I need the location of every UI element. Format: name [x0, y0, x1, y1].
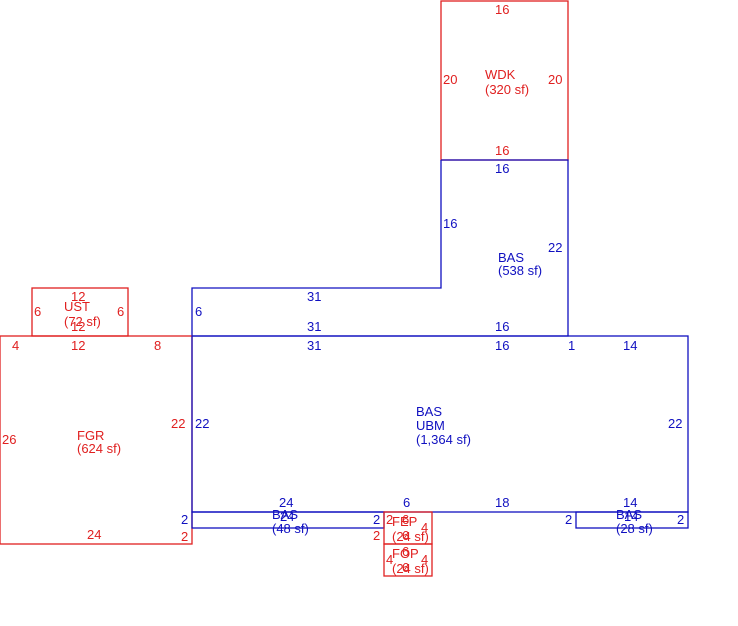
- main-dim-right: 22: [668, 416, 682, 431]
- main-dim-bottom-b: 6: [403, 495, 410, 510]
- bas-left-label: BAS: [272, 507, 298, 522]
- wdk-dim-left: 20: [443, 72, 457, 87]
- bas-upper-label: BAS: [498, 250, 524, 265]
- fep-dim-bottom: 6: [402, 528, 409, 543]
- main-dim-top-mid: 16: [495, 338, 509, 353]
- fep-dim-right: 4: [421, 520, 428, 535]
- bas-left-dim-side: 2: [181, 512, 188, 527]
- bas-main-outline: [191, 335, 689, 513]
- ust-dim-bottom: 12: [71, 319, 85, 334]
- fop-dim-top: 6: [402, 544, 409, 559]
- wdk-dim-top: 16: [495, 2, 509, 17]
- bas-main-area: (1,364 sf): [416, 432, 471, 447]
- main-dim-left: 22: [195, 416, 209, 431]
- main-dim-bottom-d: 14: [623, 495, 637, 510]
- fgr-dim-bottom-right: 2: [181, 529, 188, 544]
- bas-right-outline: [575, 511, 689, 529]
- fgr-dim-top-right: 8: [154, 338, 161, 353]
- wdk-label: WDK: [485, 67, 516, 82]
- main-dim-top-right: 14: [623, 338, 637, 353]
- bas-main-label-2: UBM: [416, 418, 445, 433]
- bas-upper-dim-bottom-right: 16: [495, 319, 509, 334]
- fgr-dim-top-mid: 12: [71, 338, 85, 353]
- bas-left-dim-side-2: 2: [373, 512, 380, 527]
- fop-area: (24 sf): [392, 561, 429, 576]
- bas-upper-dim-right: 22: [548, 240, 562, 255]
- fep-dim-left-2: 2: [373, 528, 380, 543]
- main-dim-top-one: 1: [568, 338, 575, 353]
- bas-upper-dim-step-left: 6: [195, 304, 202, 319]
- ust-area: (72 sf): [64, 314, 101, 329]
- bas-upper-dim-top: 16: [495, 161, 509, 176]
- bas-right-label: BAS: [616, 507, 642, 522]
- fop-outline: [383, 543, 433, 577]
- bas-upper-dim-left: 16: [443, 216, 457, 231]
- ust-dim-right: 6: [117, 304, 124, 319]
- fgr-label: FGR: [77, 428, 104, 443]
- bas-right-area: (28 sf): [616, 521, 653, 536]
- fop-dim-left: 4: [386, 552, 393, 567]
- fop-dim-bottom: 6: [402, 560, 409, 575]
- bas-right-dim-side-r: 2: [677, 512, 684, 527]
- wdk-dim-bottom: 16: [495, 143, 509, 158]
- fgr-dim-left: 26: [2, 432, 16, 447]
- main-dim-bottom-a: 24: [279, 495, 293, 510]
- bas-main-label: BAS: [416, 404, 442, 419]
- ust-dim-top: 12: [71, 289, 85, 304]
- fgr-dim-bottom: 24: [87, 527, 101, 542]
- fep-label: FEP: [392, 514, 417, 529]
- bas-left-area: (48 sf): [272, 521, 309, 536]
- fop-dim-right: 4: [421, 552, 428, 567]
- fep-dim-top: 6: [402, 512, 409, 527]
- ust-label: UST: [64, 299, 90, 314]
- fep-area: (24 sf): [392, 529, 429, 544]
- bas-right-dim-top: 14: [624, 509, 638, 524]
- fgr-dim-top-left: 4: [12, 338, 19, 353]
- bas-upper-outline: [191, 159, 569, 337]
- wdk-area: (320 sf): [485, 82, 529, 97]
- fgr-area: (624 sf): [77, 441, 121, 456]
- ust-dim-left: 6: [34, 304, 41, 319]
- bas-upper-dim-step: 31: [307, 289, 321, 304]
- bas-upper-area: (538 sf): [498, 263, 542, 278]
- main-dim-bottom-c: 18: [495, 495, 509, 510]
- main-dim-top-left: 31: [307, 338, 321, 353]
- fep-dim-left: 2: [386, 512, 393, 527]
- fgr-dim-right: 22: [171, 416, 185, 431]
- bas-upper-dim-bottom-left: 31: [307, 319, 321, 334]
- fop-label: FOP: [392, 546, 419, 561]
- bas-left-dim-top: 24: [280, 509, 294, 524]
- wdk-dim-right: 20: [548, 72, 562, 87]
- bas-right-dim-side-l: 2: [565, 512, 572, 527]
